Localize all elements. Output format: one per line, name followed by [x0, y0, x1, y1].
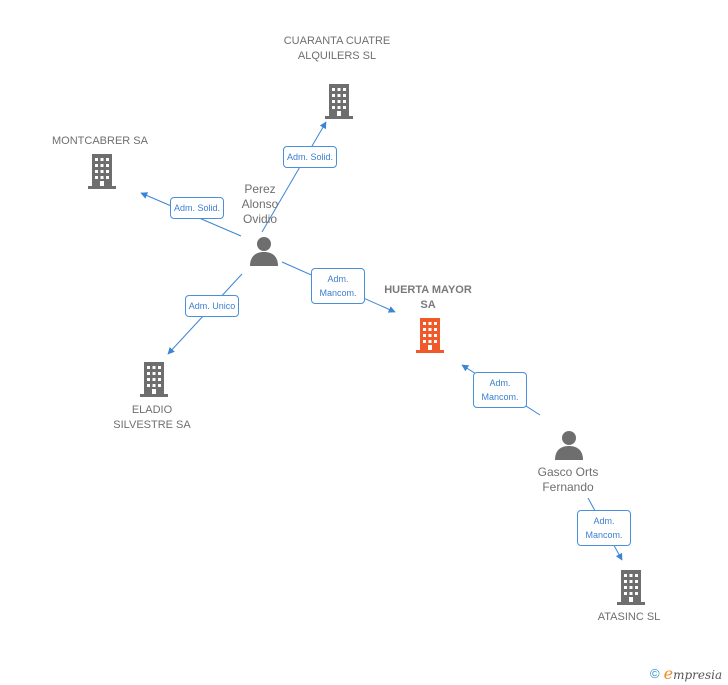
brand-name: mpresia: [673, 668, 723, 682]
company-label-cuarenta[interactable]: CUARANTA CUATRE ALQUILERS SL: [283, 35, 391, 62]
building-icon[interactable]: [616, 570, 646, 606]
person-label-perez[interactable]: Perez Alonso Ovidio: [241, 182, 279, 226]
building-icon[interactable]: [139, 362, 169, 398]
edge-label-gasco-huerta[interactable]: Adm. Mancom.: [473, 372, 527, 408]
edge-label-perez-cuarenta[interactable]: Adm. Solid.: [283, 146, 337, 168]
empresia-logo: © empresia: [650, 664, 722, 683]
edge-label-perez-montcabrer[interactable]: Adm. Solid.: [170, 197, 224, 219]
company-label-huerta[interactable]: HUERTA MAYOR SA: [384, 284, 472, 311]
copyright-symbol: ©: [650, 666, 660, 681]
edge-label-perez-huerta[interactable]: Adm. Mancom.: [311, 268, 365, 304]
company-label-atasinc[interactable]: ATASINC SL: [597, 611, 661, 623]
edge-label-perez-eladio[interactable]: Adm. Unico: [185, 295, 239, 317]
edge-label-gasco-atasinc[interactable]: Adm. Mancom.: [577, 510, 631, 546]
building-icon[interactable]: [415, 318, 445, 354]
company-label-eladio[interactable]: ELADIO SILVESTRE SA: [113, 404, 191, 431]
brand-initial: e: [663, 664, 674, 683]
person-icon[interactable]: [249, 236, 279, 266]
building-icon[interactable]: [87, 154, 117, 190]
building-icon[interactable]: [324, 84, 354, 120]
person-label-gasco[interactable]: Gasco Orts Fernando: [537, 465, 599, 494]
person-icon[interactable]: [554, 430, 584, 460]
company-label-montcabrer[interactable]: MONTCABRER SA: [52, 135, 148, 147]
edge-perez-cuarenta: [261, 121, 327, 233]
